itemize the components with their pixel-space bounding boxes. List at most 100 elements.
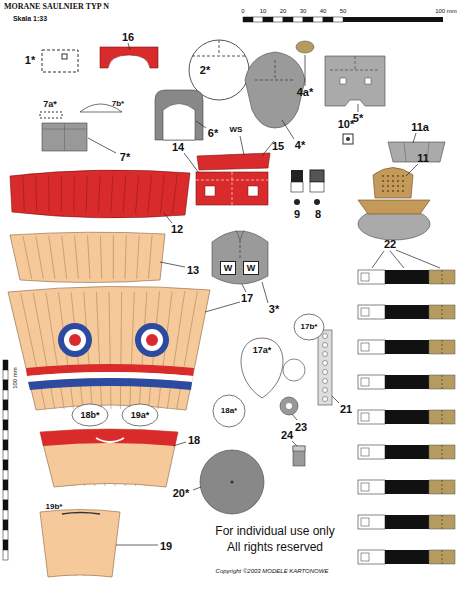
strip-black: [385, 410, 429, 424]
strip-tan: [429, 410, 455, 424]
roundel: [58, 323, 92, 357]
fold-line: [330, 56, 380, 70]
seat-hole: [402, 175, 404, 177]
plank-line: [21, 293, 46, 409]
plank-line: [136, 175, 139, 213]
scale-segment: [3, 470, 8, 480]
strip-tab: [361, 273, 369, 281]
scale-segment: [3, 390, 8, 400]
part-21-holes: [323, 334, 328, 402]
part-24-top: [293, 446, 305, 451]
hole: [323, 352, 328, 357]
part-12: [10, 170, 190, 218]
plank-line: [49, 236, 55, 279]
fold-line: [42, 123, 87, 151]
scale-segment: [3, 460, 8, 470]
part-8: [310, 182, 324, 192]
note-text: All rights reserved: [227, 541, 323, 553]
scale-segment: [3, 550, 8, 560]
scale-segment: [293, 17, 303, 22]
part-number: 11a: [411, 122, 429, 133]
scale-segment: [303, 17, 313, 22]
part-number: 18: [188, 435, 200, 446]
part-number: 9: [294, 209, 300, 220]
scale-number: 100 mm: [435, 8, 457, 14]
strip-black: [385, 480, 429, 494]
strip-tab: [361, 413, 369, 421]
plank-line: [88, 236, 91, 280]
scale-segment: [3, 430, 8, 440]
part-number: 17a*: [253, 346, 272, 355]
seat-holes: [382, 175, 404, 192]
part-number: 22: [384, 239, 396, 250]
outline: [122, 404, 158, 426]
plank-line: [125, 235, 126, 279]
fold-line: [442, 480, 443, 494]
seat-back: [373, 168, 413, 199]
seat-hole: [387, 180, 389, 182]
part-number: 20*: [173, 488, 190, 499]
strip-tan: [429, 375, 455, 389]
plank-line: [62, 236, 67, 279]
part-18: [40, 429, 178, 487]
part-number: W: [224, 264, 233, 273]
scale-segment: [3, 530, 8, 540]
strip-black: [385, 550, 429, 564]
strip-tab: [361, 518, 369, 526]
scale-segment: [3, 510, 8, 520]
part-number: 18a*: [221, 407, 237, 415]
part-7a: [40, 112, 62, 118]
scale-segment: [313, 17, 323, 22]
scale-segment: [243, 17, 253, 22]
roundel: [135, 323, 169, 357]
fold-line: [192, 56, 246, 57]
outline: [241, 338, 283, 398]
part-number: 17: [241, 293, 253, 304]
hole: [323, 379, 328, 384]
strip-black: [385, 340, 429, 354]
part-number: 7b*: [112, 100, 124, 108]
part-4a: [296, 41, 314, 53]
part-21: [318, 330, 332, 405]
part-22-strips: [358, 270, 455, 564]
part-outline: 17b*: [293, 313, 325, 341]
strip-end: [358, 375, 385, 389]
part-1-tab: [62, 54, 67, 59]
part-3: [212, 231, 268, 284]
part-7: [42, 123, 87, 151]
scale-segment: [3, 520, 8, 530]
part-13: [10, 232, 165, 282]
scale-segment: [273, 17, 283, 22]
part-number: 21: [340, 404, 352, 415]
part-number: 1*: [25, 55, 35, 66]
part-20: [200, 450, 264, 514]
scale-segment: [3, 420, 8, 430]
part-outline: 18a*: [212, 394, 246, 428]
hole: [323, 334, 328, 339]
strip-tab: [361, 553, 369, 561]
plank-line: [123, 175, 126, 213]
roundel: [146, 334, 158, 346]
part-number: 23: [295, 422, 307, 433]
seat-hole: [392, 175, 394, 177]
part-1: [42, 50, 78, 72]
part-8: [310, 170, 324, 182]
seat-hole: [397, 190, 399, 192]
part-16: [100, 47, 158, 68]
seat-hole: [382, 185, 384, 187]
strip-tan: [429, 480, 455, 494]
strip-tab: [361, 483, 369, 491]
scale-segment: [3, 540, 8, 550]
seat-hole: [392, 190, 394, 192]
marked-square: W: [220, 261, 236, 275]
scale-number: Skala 1:33: [13, 15, 47, 22]
part-number: 7*: [120, 152, 130, 163]
part-number: WS: [230, 126, 243, 134]
plank-line: [73, 176, 75, 212]
seat-hole: [392, 185, 394, 187]
seat-hole: [387, 175, 389, 177]
strip-end: [358, 340, 385, 354]
seat-hole: [387, 185, 389, 187]
hole: [323, 370, 328, 375]
strip-tan: [429, 305, 455, 319]
